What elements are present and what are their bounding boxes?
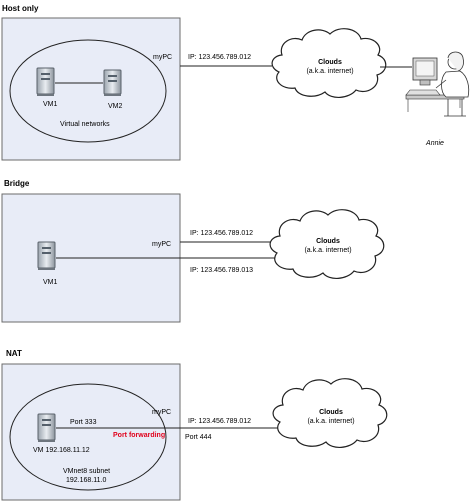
- virtual-network-ellipse: [9, 39, 167, 143]
- nat-pc-box: [1, 363, 181, 501]
- nat-cloud-icon: [272, 378, 388, 448]
- nat-ip-label: IP: 123.456.789.012: [188, 418, 251, 425]
- nat-mypc-label: myPC: [152, 409, 171, 416]
- host-only-title: Host only: [2, 4, 39, 13]
- subnet-name-label: VMnet8 subnet: [63, 468, 110, 475]
- virtual-networks-label: Virtual networks: [60, 121, 110, 128]
- bridge-ip1-label: IP: 123.456.789.012: [190, 230, 253, 237]
- cloud-title: Clouds: [318, 59, 342, 66]
- nat-cloud-title: Clouds: [319, 409, 343, 416]
- vm1-label: VM1: [43, 101, 58, 108]
- vm1-server-icon: [36, 67, 55, 96]
- vmnet8-subnet-ellipse: [9, 383, 167, 491]
- bridge-vm1-label: VM1: [43, 279, 58, 286]
- cloud-icon: [271, 28, 387, 98]
- host-only-pc-box: [1, 17, 181, 161]
- bridge-cloud-icon: [269, 209, 385, 279]
- host-only-ip-label: IP: 123.456.789.012: [188, 54, 251, 61]
- bridge-vm1-server-icon: [37, 241, 56, 270]
- bridge-cloud-title: Clouds: [316, 238, 340, 245]
- user-name-label: Annie: [425, 140, 444, 147]
- port-444-label: Port 444: [185, 434, 212, 441]
- cloud-subtitle: (a.k.a. internet): [306, 68, 353, 75]
- nat-cloud-subtitle: (a.k.a. internet): [307, 418, 354, 425]
- bridge-title: Bridge: [4, 179, 30, 188]
- port-333-label: Port 333: [70, 419, 97, 426]
- vm2-label: VM2: [108, 103, 123, 110]
- subnet-address-label: 192.168.11.0: [66, 477, 106, 484]
- bridge-mypc-label: myPC: [152, 241, 171, 248]
- user-at-computer-icon: [405, 51, 470, 117]
- bridge-cloud-subtitle: (a.k.a. internet): [304, 247, 351, 254]
- nat-title: NAT: [6, 349, 22, 358]
- nat-vm-server-icon: [37, 413, 56, 442]
- bridge-ip2-label: IP: 123.456.789.013: [190, 267, 253, 274]
- host-only-mypc-label: myPC: [153, 54, 172, 61]
- port-forwarding-label: Port forwarding: [113, 432, 165, 439]
- nat-vm-label: VM 192.168.11.12: [33, 447, 90, 454]
- vm2-server-icon: [103, 69, 122, 96]
